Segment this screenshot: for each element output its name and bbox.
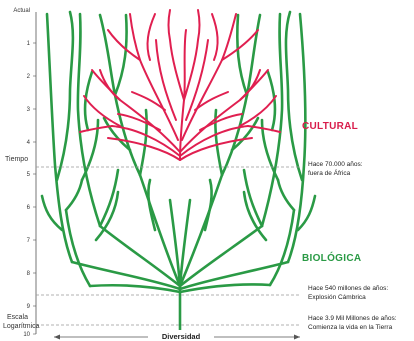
cultural-label: CULTURAL bbox=[302, 121, 358, 132]
reference-lines bbox=[36, 167, 300, 325]
biological-label: BIOLÓGICA bbox=[302, 251, 361, 264]
svg-text:Hace 540 millones de años:: Hace 540 millones de años: bbox=[308, 285, 388, 292]
tick-4: 4 bbox=[27, 140, 36, 146]
svg-text:Hace 3.9 Mil Millones de años:: Hace 3.9 Mil Millones de años: bbox=[308, 315, 397, 322]
tick-3: 3 bbox=[27, 107, 36, 113]
tick-5: 5 bbox=[27, 172, 36, 178]
scale-label-line1: Escala bbox=[7, 314, 28, 321]
scale-label-line2: Logarítmica bbox=[3, 323, 40, 330]
svg-text:Explosión Cámbrica: Explosión Cámbrica bbox=[308, 294, 366, 301]
svg-text:3: 3 bbox=[27, 107, 31, 113]
svg-text:4: 4 bbox=[27, 140, 31, 146]
annotation-cambrian: Hace 540 millones de años: Explosión Cám… bbox=[308, 285, 388, 301]
svg-text:9: 9 bbox=[27, 304, 31, 310]
svg-text:5: 5 bbox=[27, 172, 31, 178]
tick-9: 9 bbox=[27, 304, 36, 310]
svg-text:10: 10 bbox=[23, 332, 30, 338]
svg-text:Hace 70.000 años:: Hace 70.000 años: bbox=[308, 161, 363, 168]
annotation-life-begins: Hace 3.9 Mil Millones de años: Comienza … bbox=[308, 315, 397, 331]
svg-text:1: 1 bbox=[27, 41, 31, 47]
annotation-70000: Hace 70.000 años: fuera de África bbox=[308, 161, 363, 177]
svg-text:Comienza la vida en la Tierra: Comienza la vida en la Tierra bbox=[308, 324, 393, 331]
tick-8: 8 bbox=[27, 271, 36, 277]
tick-2: 2 bbox=[27, 74, 36, 80]
svg-text:6: 6 bbox=[27, 205, 31, 211]
time-axis-side-label: Tiempo bbox=[5, 156, 28, 163]
svg-text:2: 2 bbox=[27, 74, 31, 80]
time-axis-top-label: Actual bbox=[13, 8, 30, 14]
diversity-axis: Diversidad bbox=[54, 330, 300, 341]
biological-tree bbox=[42, 12, 315, 330]
tick-7: 7 bbox=[27, 238, 36, 244]
svg-text:fuera de África: fuera de África bbox=[308, 168, 351, 177]
diversity-label: Diversidad bbox=[162, 332, 201, 341]
tick-6: 6 bbox=[27, 205, 36, 211]
svg-text:8: 8 bbox=[27, 271, 31, 277]
svg-text:7: 7 bbox=[27, 238, 31, 244]
time-scale: Actual 1 2 3 4 5 6 7 8 9 10 Tiempo Escal… bbox=[3, 8, 40, 338]
tick-10: 10 bbox=[23, 332, 36, 338]
tick-1: 1 bbox=[27, 41, 36, 47]
